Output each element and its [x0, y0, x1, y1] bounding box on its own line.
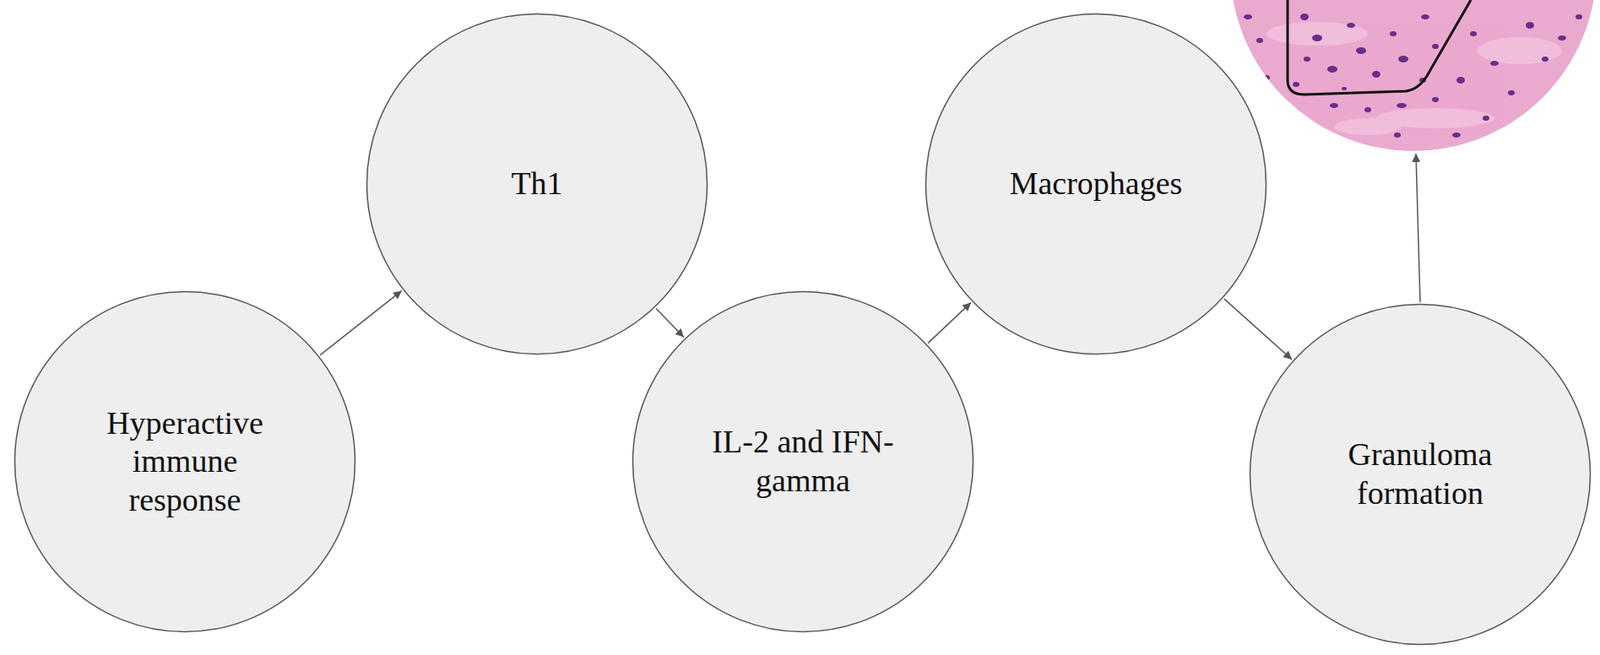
node-label: Granuloma formation — [1327, 435, 1514, 513]
circle-outline — [1248, 303, 1592, 646]
process-circle: Macrophages — [924, 12, 1268, 356]
node-label: Th1 — [444, 164, 630, 204]
node-label: Hyperactive immune response — [92, 404, 278, 521]
arrow-connector — [656, 308, 684, 337]
node-label: IL-2 and IFN-gamma — [710, 423, 896, 500]
process-circle: IL-2 and IFN-gamma — [631, 290, 975, 634]
node-label: Macrophages — [1003, 164, 1189, 204]
arrow-line — [1415, 153, 1421, 303]
tissue-section — [1230, 0, 1597, 152]
arrow-connector — [927, 302, 971, 343]
process-circle: Granuloma formation — [1248, 303, 1592, 646]
arrow-connector — [320, 290, 402, 355]
circle-outline — [631, 290, 975, 634]
process-circle: Th1 — [365, 12, 709, 356]
arrow-connector — [1224, 298, 1292, 360]
process-circle: Hyperactive immune response — [13, 290, 357, 634]
